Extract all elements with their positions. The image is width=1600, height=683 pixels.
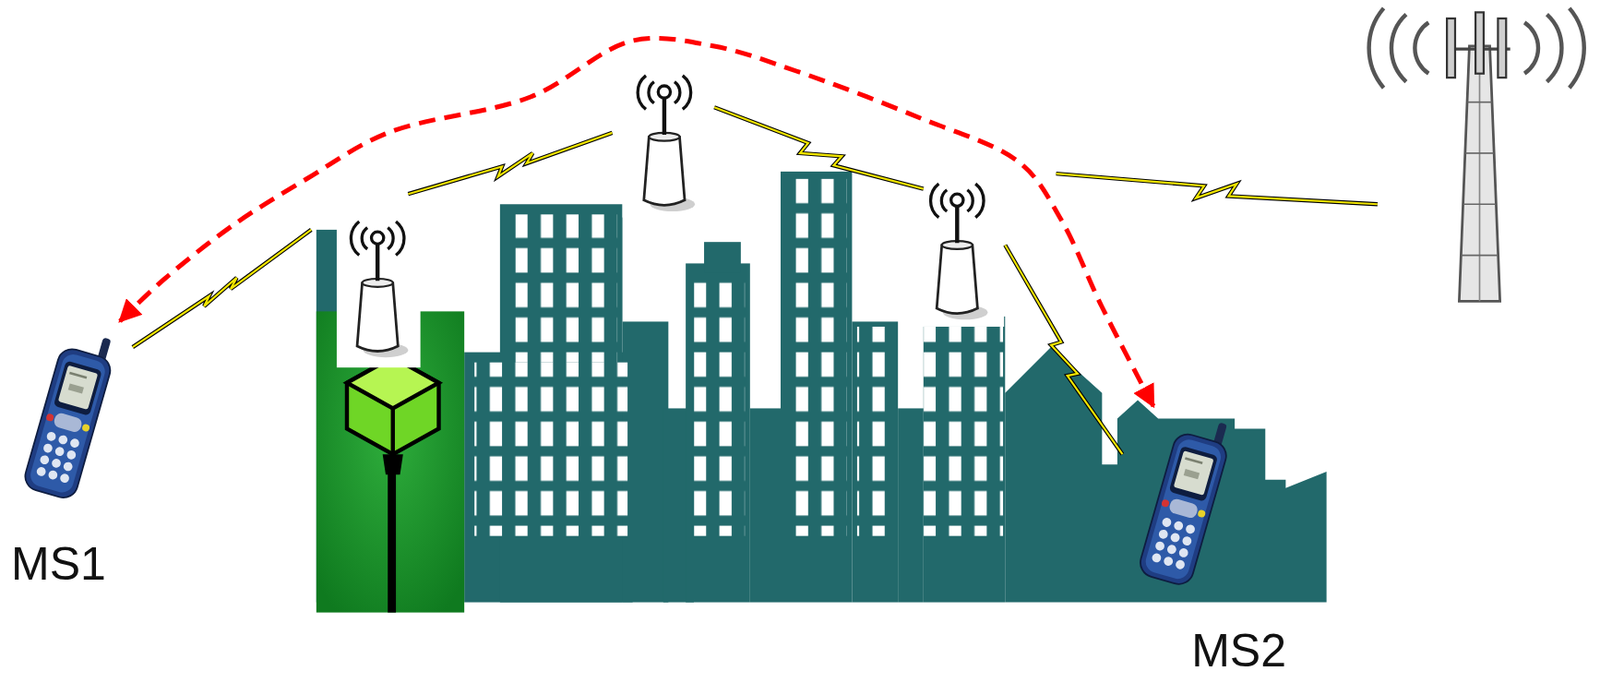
tower-rib: [1461, 254, 1499, 257]
tower-mast: [1458, 46, 1500, 301]
tower-wave: [1569, 8, 1585, 88]
tower-wave: [1546, 14, 1562, 83]
tower-rib: [1467, 101, 1493, 104]
window-grid: [514, 214, 618, 362]
radio-link-outline: [407, 132, 612, 194]
access-point: [350, 221, 408, 358]
mobile-phone: [1127, 405, 1239, 611]
mobile-station: MS1: [11, 321, 128, 590]
radio-links: [132, 107, 1378, 454]
tower-wave: [1414, 22, 1429, 73]
tower-rib: [1479, 46, 1481, 301]
radio-link: [1056, 173, 1378, 204]
building: [750, 407, 781, 602]
window-grid: [693, 280, 745, 536]
tower-rib: [1465, 152, 1494, 155]
lamp-pole: [387, 464, 396, 612]
tower-panel: [1446, 18, 1456, 78]
city-skyline: [316, 171, 1327, 603]
access-point: [637, 75, 695, 212]
window-grid: [790, 179, 848, 537]
mobile-station: MS2: [1127, 405, 1298, 677]
building: [685, 262, 751, 602]
radio-link-outline: [714, 107, 924, 189]
radio-link-outline: [1004, 244, 1123, 454]
building: [851, 321, 898, 602]
call-path: [119, 37, 1154, 406]
ap-background: [622, 69, 707, 217]
building: [622, 321, 669, 602]
mobile-phone: [1136, 411, 1235, 587]
window-grid: [857, 326, 896, 537]
ap-background: [918, 175, 1004, 327]
access-point: [931, 183, 989, 320]
station-label: MS1: [11, 538, 128, 590]
ap-background: [336, 209, 421, 368]
houses: [1004, 346, 1326, 602]
tower-wave: [1391, 14, 1407, 83]
mobile-phone: [22, 326, 120, 502]
tower-panel: [1475, 11, 1484, 73]
radio-link: [714, 107, 924, 189]
radio-link-outline: [132, 229, 312, 347]
lamp-edge: [391, 407, 395, 454]
radio-link: [1004, 244, 1123, 454]
tower-wave: [1524, 22, 1539, 73]
mobile-phone: [11, 321, 124, 525]
station-label: MS2: [1127, 625, 1287, 677]
tower-panel: [1497, 18, 1506, 78]
radio-link: [407, 132, 612, 194]
window-grid: [474, 362, 628, 537]
cell-tower: [1369, 8, 1585, 301]
building: [897, 407, 924, 602]
radio-link: [132, 229, 312, 347]
tower-wave: [1369, 8, 1385, 88]
building: [780, 171, 852, 603]
building: [704, 241, 741, 273]
lamp-head: [346, 357, 440, 454]
tower-rib: [1463, 202, 1496, 205]
window-grid: [923, 326, 1003, 537]
radio-link-outline: [1056, 173, 1378, 204]
building: [923, 316, 1005, 603]
lamp-base: [382, 453, 404, 475]
